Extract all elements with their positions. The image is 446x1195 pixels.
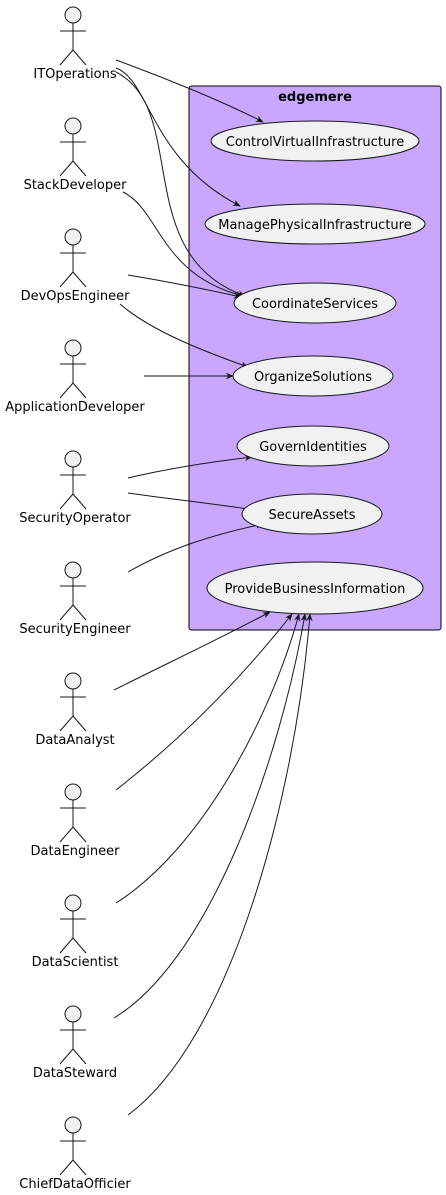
usecase-sa[interactable]: SecureAssets bbox=[241, 493, 383, 535]
usecase-ellipse[interactable] bbox=[233, 282, 397, 324]
system-title: edgemere bbox=[278, 90, 352, 105]
association-devops-cs bbox=[127, 274, 242, 299]
actor-label: StackDeveloper bbox=[24, 178, 128, 193]
association-secop-gi bbox=[127, 454, 253, 479]
actor-body bbox=[59, 800, 87, 843]
actor-label: DataScientist bbox=[32, 955, 119, 970]
actor-analyst[interactable]: DataAnalyst bbox=[35, 672, 115, 748]
actor-head bbox=[64, 894, 82, 912]
association-seceng-sa bbox=[127, 522, 264, 573]
actor-scientist[interactable]: DataScientist bbox=[32, 894, 119, 970]
actor-label: DataEngineer bbox=[31, 844, 121, 859]
usecase-label: ProvideBusinessInformation bbox=[225, 582, 406, 597]
usecase-label: ControlVirtualInfrastructure bbox=[226, 135, 404, 150]
actor-body bbox=[59, 23, 87, 66]
usecase-mpi[interactable]: ManagePhysicalInfrastructure bbox=[204, 203, 426, 245]
actor-label: ITOperations bbox=[33, 67, 116, 82]
association-cdo-pbi bbox=[127, 613, 313, 1116]
association-steward-pbi bbox=[113, 613, 307, 1019]
actor-cdo[interactable]: ChiefDataOfficier bbox=[19, 1116, 131, 1192]
association-itops-cs bbox=[115, 71, 246, 297]
usecase-ellipse[interactable] bbox=[236, 425, 390, 467]
actor-body bbox=[59, 134, 87, 177]
actor-body bbox=[59, 245, 87, 288]
actor-stackdev[interactable]: StackDeveloper bbox=[24, 117, 128, 193]
actor-body bbox=[59, 1133, 87, 1176]
association-itops-mpi bbox=[115, 67, 241, 207]
usecase-ellipse[interactable] bbox=[210, 120, 420, 162]
association-devops-os bbox=[119, 303, 249, 368]
actor-body bbox=[59, 689, 87, 732]
actor-head bbox=[64, 228, 82, 246]
usecase-ellipse[interactable] bbox=[204, 203, 426, 245]
actor-seceng[interactable]: SecurityEngineer bbox=[19, 561, 131, 637]
actor-head bbox=[64, 1005, 82, 1023]
usecase-cvi[interactable]: ControlVirtualInfrastructure bbox=[210, 120, 420, 162]
actor-body bbox=[59, 911, 87, 954]
actor-label: DevOpsEngineer bbox=[21, 289, 131, 304]
usecase-cs[interactable]: CoordinateServices bbox=[233, 282, 397, 324]
actor-body bbox=[59, 356, 87, 399]
actor-body bbox=[59, 578, 87, 621]
actor-head bbox=[64, 450, 82, 468]
association-dataeng-pbi bbox=[115, 613, 293, 791]
usecase-label: OrganizeSolutions bbox=[254, 370, 372, 385]
association-lines bbox=[113, 59, 313, 1116]
actors: ITOperationsStackDeveloperDevOpsEngineer… bbox=[5, 6, 145, 1192]
actor-itops[interactable]: ITOperations bbox=[33, 6, 117, 82]
actor-head bbox=[64, 561, 82, 579]
actor-appdev[interactable]: ApplicationDeveloper bbox=[5, 339, 145, 415]
actor-devops[interactable]: DevOpsEngineer bbox=[21, 228, 131, 304]
usecase-pbi[interactable]: ProvideBusinessInformation bbox=[206, 561, 424, 615]
association-stackdev-cs bbox=[122, 191, 244, 298]
actor-head bbox=[64, 783, 82, 801]
usecase-label: CoordinateServices bbox=[252, 297, 378, 312]
actor-body bbox=[59, 1022, 87, 1065]
usecase-ellipse[interactable] bbox=[232, 355, 394, 397]
actor-label: ApplicationDeveloper bbox=[5, 400, 145, 415]
usecase-ellipse[interactable] bbox=[206, 561, 424, 615]
actor-head bbox=[64, 6, 82, 24]
usecase-label: ManagePhysicalInfrastructure bbox=[218, 218, 411, 233]
usecase-label: SecureAssets bbox=[268, 508, 355, 523]
usecase-ellipse[interactable] bbox=[241, 493, 383, 535]
actor-label: ChiefDataOfficier bbox=[19, 1177, 131, 1192]
usecase-label: GovernIdentities bbox=[259, 440, 367, 455]
actor-label: DataAnalyst bbox=[35, 733, 114, 748]
actor-body bbox=[59, 467, 87, 510]
usecase-gi[interactable]: GovernIdentities bbox=[236, 425, 390, 467]
association-scientist-pbi bbox=[115, 613, 301, 904]
association-itops-cvi bbox=[115, 59, 264, 123]
usecase-os[interactable]: OrganizeSolutions bbox=[232, 355, 394, 397]
actor-head bbox=[64, 117, 82, 135]
actor-secop[interactable]: SecurityOperator bbox=[19, 450, 131, 526]
actor-steward[interactable]: DataSteward bbox=[33, 1005, 117, 1081]
actor-label: DataSteward bbox=[33, 1066, 117, 1081]
actor-dataeng[interactable]: DataEngineer bbox=[31, 783, 121, 859]
actor-label: SecurityOperator bbox=[19, 511, 131, 526]
actor-head bbox=[64, 672, 82, 690]
actor-label: SecurityEngineer bbox=[19, 622, 131, 637]
association-analyst-pbi bbox=[113, 611, 271, 691]
association-secop-sa bbox=[127, 492, 256, 513]
actor-head bbox=[64, 339, 82, 357]
actor-head bbox=[64, 1116, 82, 1134]
